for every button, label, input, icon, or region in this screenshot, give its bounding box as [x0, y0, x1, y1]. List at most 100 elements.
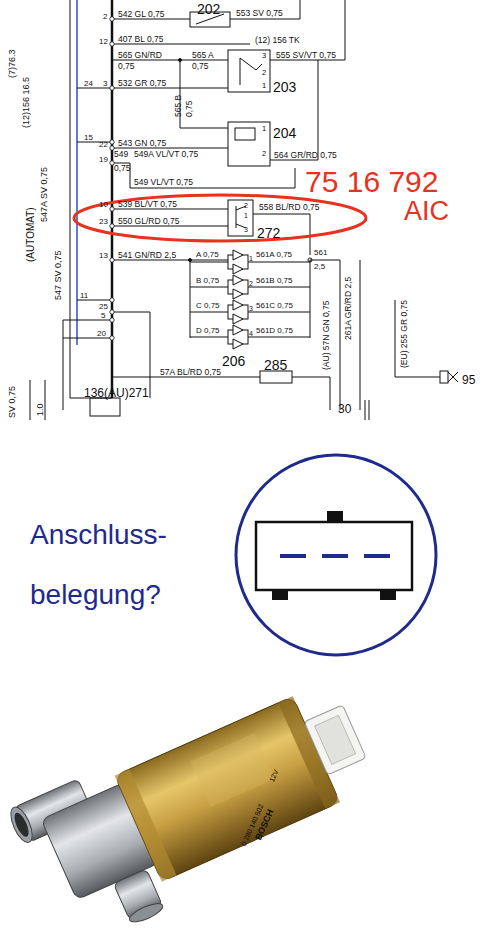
pin-number: 11 [80, 292, 88, 300]
pin-terminal [110, 140, 114, 144]
wire-label: 561A 0,75 [256, 251, 292, 259]
component-tag: 136(AU)271 [84, 383, 151, 399]
part-number: AIC [404, 197, 449, 225]
pin-terminal [110, 310, 114, 314]
wire-label: 57A BL/RD 0,75 [160, 368, 221, 377]
wire-label: 4 [249, 330, 253, 337]
pin-terminal [110, 86, 114, 90]
wire-label: 541 GN/RD 2,5 [118, 251, 176, 260]
component-number: 202 [197, 1, 220, 17]
wire-label: 555 SV/VT 0,75 [276, 51, 336, 60]
pin-number: 24 [84, 80, 93, 88]
pin-terminal [110, 336, 114, 340]
wire-label: 407 BL 0,75 [118, 35, 164, 44]
pin-number: 10 [99, 201, 108, 209]
component-tag: 202 [197, 0, 223, 18]
pin-terminal [110, 42, 114, 46]
wire-label: 0,75 [118, 62, 135, 71]
wire-label: 542 GL 0,75 [118, 10, 164, 19]
component-number: 206 [222, 353, 245, 369]
wire-label: 1 [262, 125, 266, 133]
wire-label: 1 [244, 212, 248, 219]
wire-label: 2 [249, 280, 253, 287]
wire-label: 558 BL/RD 0,75 [259, 203, 319, 212]
wire-label: (12)156 16.5 [22, 77, 31, 128]
component-tag: 272 [257, 224, 283, 242]
pin-number: 3 [103, 80, 107, 88]
wire-label: 3 [249, 305, 253, 312]
wire-label: B 0,75 [196, 277, 219, 285]
wire-label: 0,75 [114, 164, 131, 173]
question-text: Anschluss- belegung? [30, 505, 220, 625]
wire-label: 3 [244, 226, 248, 233]
wire-label: 543 GN 0,75 [118, 139, 166, 148]
wire-label: 549 VL/VT 0,75 [134, 178, 193, 187]
component-tag: 206 [222, 352, 248, 370]
wire-label: 2 [244, 202, 248, 209]
component-number: 203 [273, 79, 296, 95]
component-tag: 204 [273, 124, 299, 142]
wire-label: 565 A [192, 51, 214, 60]
pin-number: 20 [97, 330, 106, 338]
pin-number: 15 [84, 134, 93, 142]
wire-label: A 0,75 [196, 251, 219, 259]
wire-label: 561B 0,75 [256, 277, 292, 285]
wire-label: 261A GR/RD 2,5 [344, 277, 353, 340]
pin-number: 5 [101, 312, 105, 320]
part-number: 75 16 792 [305, 166, 438, 198]
wire-label: 539 BL/VT 0,75 [118, 200, 177, 209]
component-tag: 285 [264, 356, 290, 374]
wire-label: (EU) 255 GR 0,75 [400, 300, 409, 368]
wire-label: 565 GN/RD [118, 51, 162, 60]
pin-terminal [110, 318, 114, 322]
wire-label: 561 [314, 249, 327, 257]
wire-label: 549A VL/VT 0,75 [134, 150, 198, 159]
wire-label: (AUTOMAT) [26, 207, 37, 262]
wire-label: 561C 0,75 [256, 302, 293, 310]
component-number: 136(AU)271 [84, 386, 149, 400]
wire-label: 564 GR/RD 0,75 [274, 151, 337, 160]
pin-terminal [110, 17, 114, 21]
wire-label: 1 [262, 82, 266, 90]
wire-label: 0,75 [185, 100, 194, 117]
wire-label: 549 [114, 150, 128, 159]
wire-label: 30 [338, 403, 351, 416]
pin-terminal [110, 298, 114, 302]
wire-label: 553 SV 0,75 [236, 9, 283, 18]
wire-label: SV 0,75 [8, 386, 17, 418]
pin-number: 12 [99, 38, 108, 46]
wire-label: 547 SV 0,75 [54, 250, 63, 300]
wire-label: 95 [462, 374, 475, 387]
wire-label: 1.0 [36, 403, 45, 416]
wire-label: C 0,75 [196, 302, 220, 310]
component-tag: 203 [273, 78, 299, 96]
wire-label: 2 [262, 69, 266, 77]
pin-terminal [110, 161, 114, 165]
wire-label: 2 [262, 150, 266, 158]
pin-terminal [110, 224, 114, 228]
pin-number: 13 [99, 252, 108, 260]
wire-label: 550 GL/RD 0,75 [118, 217, 179, 226]
wire-label: 3 [262, 52, 266, 60]
wire-label: (AU) 57N GN 0,75 [322, 301, 331, 370]
wire-label: 561D 0,75 [256, 327, 293, 335]
component-number: 272 [257, 225, 280, 241]
pin-number: 23 [99, 218, 108, 226]
wire-label: (7)76.3 [8, 49, 17, 78]
pin-number: 2 [103, 13, 107, 21]
wire-label: 2,5 [314, 263, 325, 271]
wire-label: 547A SV 0,75 [40, 167, 49, 222]
pin-number: 22 [99, 141, 108, 149]
wire-label: 0,75 [192, 62, 209, 71]
wire-label: 1 [249, 255, 253, 262]
wire-label: D 0,75 [196, 327, 220, 335]
pin-terminal [110, 258, 114, 262]
wire-label: 565 B [174, 95, 183, 117]
pin-number: 19 [99, 156, 108, 164]
wire-label: 532 GR 0,75 [118, 79, 166, 88]
component-number: 204 [273, 125, 296, 141]
component-number: 285 [264, 357, 287, 373]
pin-terminal [110, 207, 114, 211]
pin-number: 25 [99, 303, 108, 311]
